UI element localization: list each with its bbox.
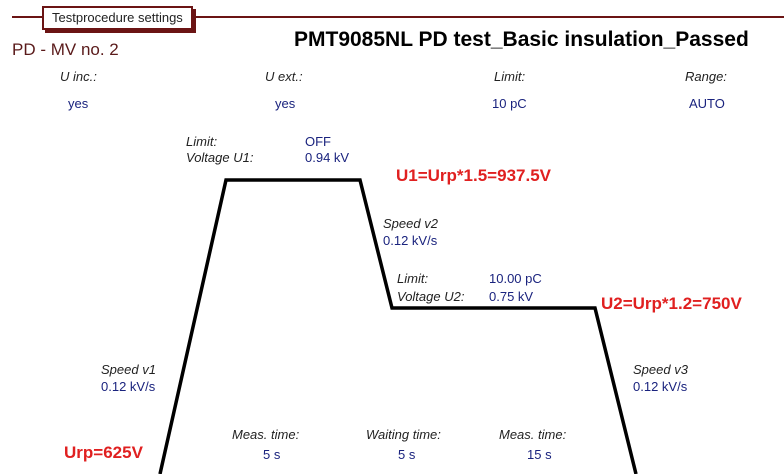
page-title: PMT9085NL PD test_Basic insulation_Passe… — [294, 28, 749, 51]
waiting-time-value: 5 s — [398, 447, 416, 462]
voltage-profile-line — [158, 178, 638, 474]
speed-v2-label: Speed v2 — [383, 216, 438, 231]
u2-voltage-label: Voltage U2: — [397, 289, 465, 304]
speed-v2-value: 0.12 kV/s — [383, 233, 438, 248]
meas-time-2-label: Meas. time: — [499, 427, 567, 442]
limit-label: Limit: — [494, 69, 526, 84]
u1-voltage-value: 0.94 kV — [305, 150, 350, 165]
speed-v3-label: Speed v3 — [633, 362, 688, 377]
u1-annotation: U1=Urp*1.5=937.5V — [396, 166, 551, 185]
waiting-time-label: Waiting time: — [366, 427, 441, 442]
speed-v1-label: Speed v1 — [101, 362, 156, 377]
meas-time-1-label: Meas. time: — [232, 427, 300, 442]
u2-annotation: U2=Urp*1.2=750V — [601, 294, 742, 313]
meas-time-2-value: 15 s — [527, 447, 552, 462]
section-label: Testprocedure settings — [42, 6, 193, 30]
range-value: AUTO — [689, 96, 725, 111]
speed-v1-value: 0.12 kV/s — [101, 379, 156, 394]
urp-annotation: Urp=625V — [64, 443, 143, 462]
u-inc-label: U inc.: — [60, 69, 97, 84]
u-ext-value: yes — [275, 96, 296, 111]
u1-voltage-label: Voltage U1: — [186, 150, 254, 165]
u2-limit-value: 10.00 pC — [489, 271, 542, 286]
u2-voltage-value: 0.75 kV — [489, 289, 534, 304]
range-label: Range: — [685, 69, 727, 84]
section-divider — [12, 16, 784, 18]
u1-limit-value: OFF — [305, 134, 331, 149]
test-name: PD - MV no. 2 — [12, 40, 119, 59]
speed-v3-value: 0.12 kV/s — [633, 379, 688, 394]
u-inc-value: yes — [68, 96, 89, 111]
u-ext-label: U ext.: — [265, 69, 303, 84]
u2-limit-label: Limit: — [397, 271, 429, 286]
meas-time-1-value: 5 s — [263, 447, 281, 462]
limit-value: 10 pC — [492, 96, 527, 111]
u1-limit-label: Limit: — [186, 134, 218, 149]
